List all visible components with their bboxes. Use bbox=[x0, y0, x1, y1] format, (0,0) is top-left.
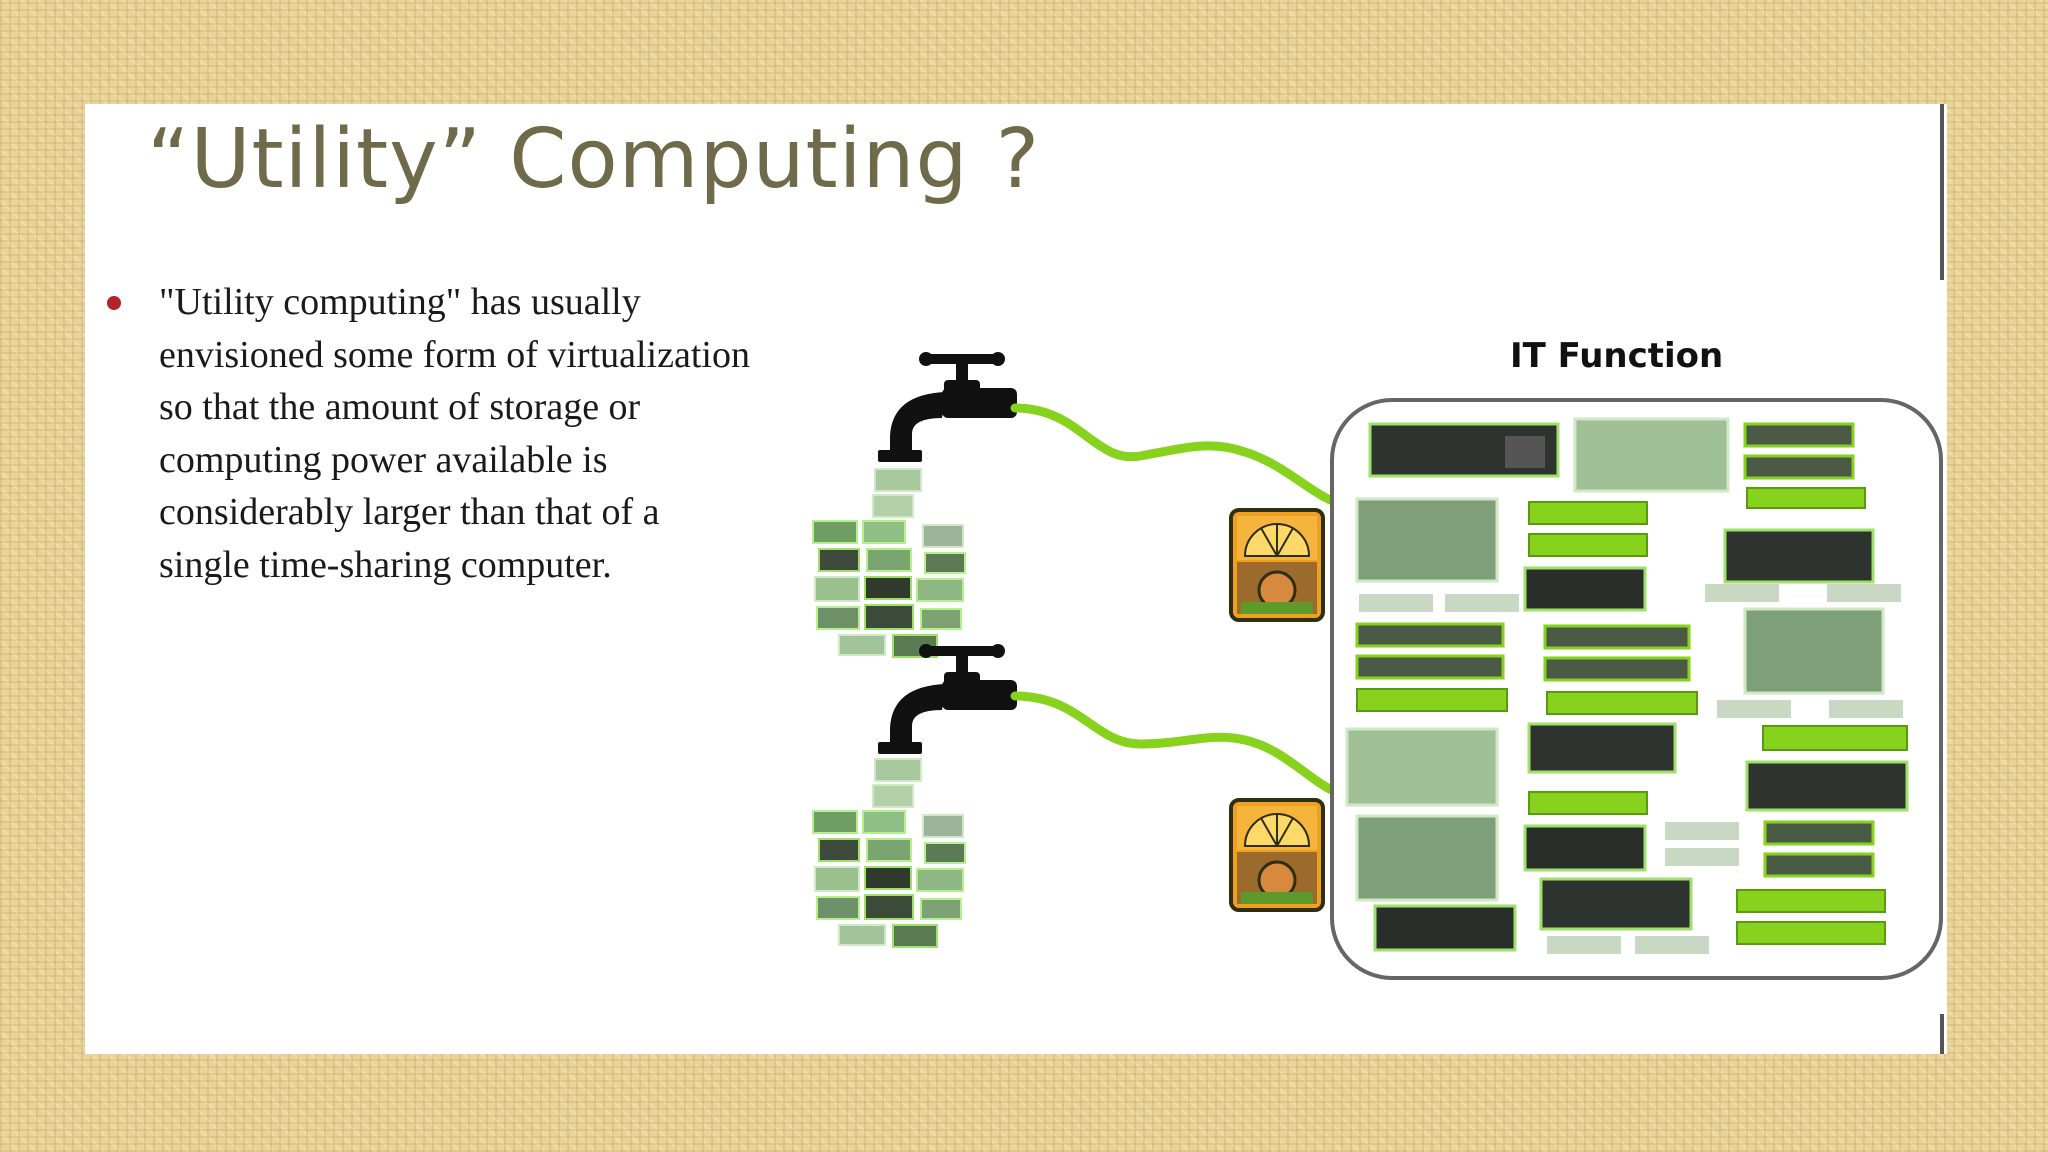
slide: “Utility” Computing ? "Utility computing… bbox=[85, 104, 1947, 1054]
green-hose-bottom bbox=[1015, 696, 1347, 794]
server-stack-icon-bottom bbox=[813, 759, 965, 947]
server-stack-icon-top bbox=[813, 469, 965, 657]
utility-meter-icon-top bbox=[1231, 510, 1323, 620]
it-function-label: IT Function bbox=[1510, 336, 1810, 376]
water-tap-icon-bottom bbox=[878, 644, 1017, 754]
utility-computing-illustration bbox=[85, 104, 1947, 1054]
water-tap-icon-top bbox=[878, 352, 1017, 462]
utility-meter-icon-bottom bbox=[1231, 800, 1323, 910]
green-hose-top bbox=[1015, 408, 1347, 504]
